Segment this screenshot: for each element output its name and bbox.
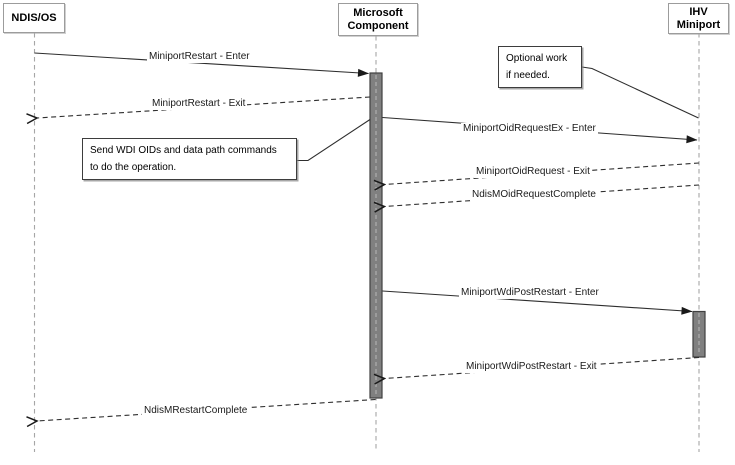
message-label-miniportwdipostrestart-exit: MiniportWdiPostRestart - Exit <box>464 361 599 373</box>
message-label-miniportoidrequestex-enter: MiniportOidRequestEx - Enter <box>461 123 598 135</box>
arrow-miniportwdipostrestart-enter <box>382 290 693 315</box>
actor-ihv-miniport: IHV Miniport <box>668 3 729 34</box>
message-label-miniportrestart-enter: MiniportRestart - Enter <box>147 51 252 63</box>
note-connector-optional-work <box>581 66 699 119</box>
note-connector-send-wdi-oids <box>297 119 371 162</box>
message-label-miniportwdipostrestart-enter: MiniportWdiPostRestart - Enter <box>459 287 601 299</box>
note-text-line: Send WDI OIDs and data path commands <box>90 145 277 156</box>
activation-bar-microsoft-component <box>369 72 383 399</box>
message-label-ndismrestartcomplete: NdisMRestartComplete <box>142 405 250 417</box>
message-label-ndismoidrequestcomplete: NdisMOidRequestComplete <box>470 189 598 201</box>
actor-microsoft-component: Microsoft Component <box>338 3 418 36</box>
arrow-miniportrestart-exit <box>37 96 371 118</box>
note-text-line: if needed. <box>506 70 550 81</box>
actor-ndis-os: NDIS/OS <box>3 3 65 33</box>
note-optional-work: Optional work if needed. <box>498 46 582 88</box>
note-text-line: to do the operation. <box>90 162 177 173</box>
note-text-line: Optional work <box>506 53 568 64</box>
arrow-ndismrestartcomplete <box>37 398 376 422</box>
arrow-miniportrestart-enter <box>34 52 369 77</box>
message-label-miniportrestart-exit: MiniportRestart - Exit <box>150 98 248 110</box>
message-label-miniportoidrequest-exit: MiniportOidRequest - Exit <box>474 166 592 178</box>
note-send-wdi-oids: Send WDI OIDs and data path commands to … <box>82 138 297 180</box>
